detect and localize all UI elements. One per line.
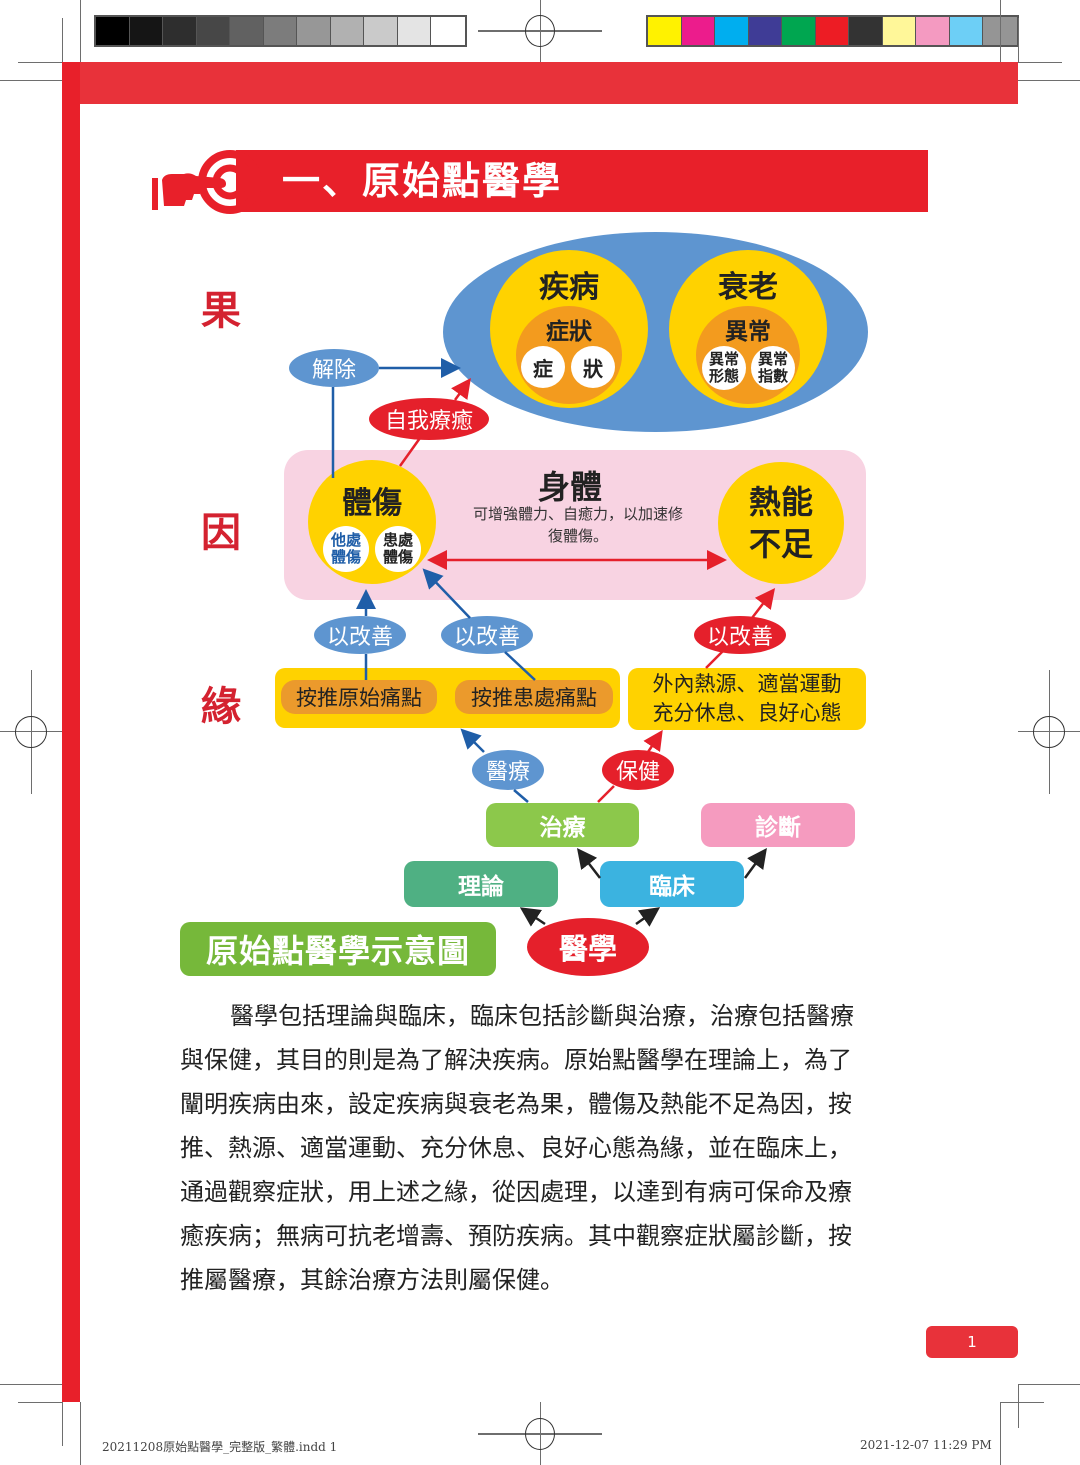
crop-mark xyxy=(62,18,63,62)
grayscale-color-bar xyxy=(94,15,467,47)
health-care-pill: 保健 xyxy=(602,750,674,790)
crop-mark xyxy=(1000,0,1001,62)
color-swatch xyxy=(815,17,849,45)
abnormal-form-item: 異常 形態 xyxy=(702,346,746,390)
page-title: 一、原始點醫學 xyxy=(282,159,563,203)
relieve-pill: 解除 xyxy=(289,349,379,387)
disease-title: 疾病 xyxy=(539,270,599,305)
grayscale-swatch xyxy=(129,17,163,45)
crop-mark xyxy=(1018,1384,1080,1385)
diagnosis-box: 診斷 xyxy=(701,803,855,847)
grayscale-swatch xyxy=(431,17,465,45)
clinical-box: 臨床 xyxy=(600,861,744,907)
crop-mark xyxy=(1018,18,1019,62)
crop-mark xyxy=(80,1402,81,1465)
label-condition: 緣 xyxy=(201,684,241,730)
pointing-hand-target-icon xyxy=(152,150,262,214)
affected-site-injury: 患處 體傷 xyxy=(375,526,421,572)
symptom-item-2: 狀 xyxy=(571,346,615,388)
title-banner xyxy=(236,150,928,212)
other-site-injury: 他處 體傷 xyxy=(323,526,369,572)
grayscale-swatch xyxy=(230,17,264,45)
body-title: 身體 xyxy=(537,468,602,506)
process-color-bar xyxy=(646,15,1019,47)
color-swatch xyxy=(782,17,816,45)
color-swatch xyxy=(949,17,983,45)
aging-title: 衰老 xyxy=(718,270,778,305)
crop-mark xyxy=(80,0,81,62)
color-swatch xyxy=(916,17,950,45)
color-swatch xyxy=(715,17,749,45)
massage-origin-point: 按推原始痛點 xyxy=(281,680,437,714)
crop-mark xyxy=(1000,1402,1044,1403)
improve-pill-1: 以改善 xyxy=(314,616,406,654)
injury-title: 體傷 xyxy=(342,486,402,521)
color-swatch xyxy=(681,17,715,45)
footer-filename: 20211208原始點醫學_完整版_繁體.indd 1 xyxy=(102,1440,338,1454)
page-number: 1 xyxy=(926,1326,1018,1358)
crop-mark xyxy=(1018,62,1062,63)
crop-mark xyxy=(62,1402,63,1446)
crop-mark xyxy=(0,80,62,81)
crop-mark xyxy=(18,62,62,63)
symptom-item-1: 症 xyxy=(521,346,565,388)
body-paragraph: 醫學包括理論與臨床，臨床包括診斷與治療，治療包括醫療 與保健，其目的則是為了解決… xyxy=(180,1002,854,1294)
color-swatch xyxy=(648,17,682,45)
lifestyle-panel: 外內熱源、適當運動 充分休息、良好心態 xyxy=(628,668,866,730)
crop-mark xyxy=(1018,1384,1019,1428)
medicine-node: 醫學 xyxy=(527,918,649,976)
crop-mark xyxy=(1000,1402,1001,1465)
diagram-caption: 原始點醫學示意圖 xyxy=(180,922,496,976)
crop-mark xyxy=(0,1384,62,1385)
abnormal-title: 異常 xyxy=(725,319,771,345)
heat-deficit-circle: 熱能 不足 xyxy=(718,462,844,584)
color-swatch xyxy=(748,17,782,45)
top-red-band xyxy=(62,62,1018,104)
improve-pill-3: 以改善 xyxy=(694,616,786,654)
crop-mark xyxy=(18,1402,62,1403)
grayscale-swatch xyxy=(263,17,297,45)
grayscale-swatch xyxy=(297,17,331,45)
medical-treatment-pill: 醫療 xyxy=(472,750,544,790)
grayscale-swatch xyxy=(196,17,230,45)
grayscale-swatch xyxy=(96,17,130,45)
left-red-band xyxy=(62,62,80,1402)
improve-pill-2: 以改善 xyxy=(441,616,533,654)
label-cause: 因 xyxy=(201,510,241,556)
grayscale-swatch xyxy=(163,17,197,45)
massage-affected-point: 按推患處痛點 xyxy=(455,680,613,714)
color-swatch xyxy=(849,17,883,45)
treatment-box: 治療 xyxy=(486,803,639,847)
grayscale-swatch xyxy=(364,17,398,45)
symptom-title: 症狀 xyxy=(546,319,592,345)
color-swatch xyxy=(983,17,1017,45)
body-description: 可增強體力、自癒力，以加速修 復體傷。 xyxy=(472,505,683,545)
self-heal-pill: 自我療癒 xyxy=(369,398,489,440)
crop-mark xyxy=(1018,80,1080,81)
footer-timestamp: 2021-12-07 11:29 PM xyxy=(860,1438,992,1452)
color-swatch xyxy=(882,17,916,45)
abnormal-index-item: 異常 指數 xyxy=(751,346,795,390)
grayscale-swatch xyxy=(330,17,364,45)
theory-box: 理論 xyxy=(404,861,558,907)
grayscale-swatch xyxy=(397,17,431,45)
label-effect: 果 xyxy=(201,288,241,334)
